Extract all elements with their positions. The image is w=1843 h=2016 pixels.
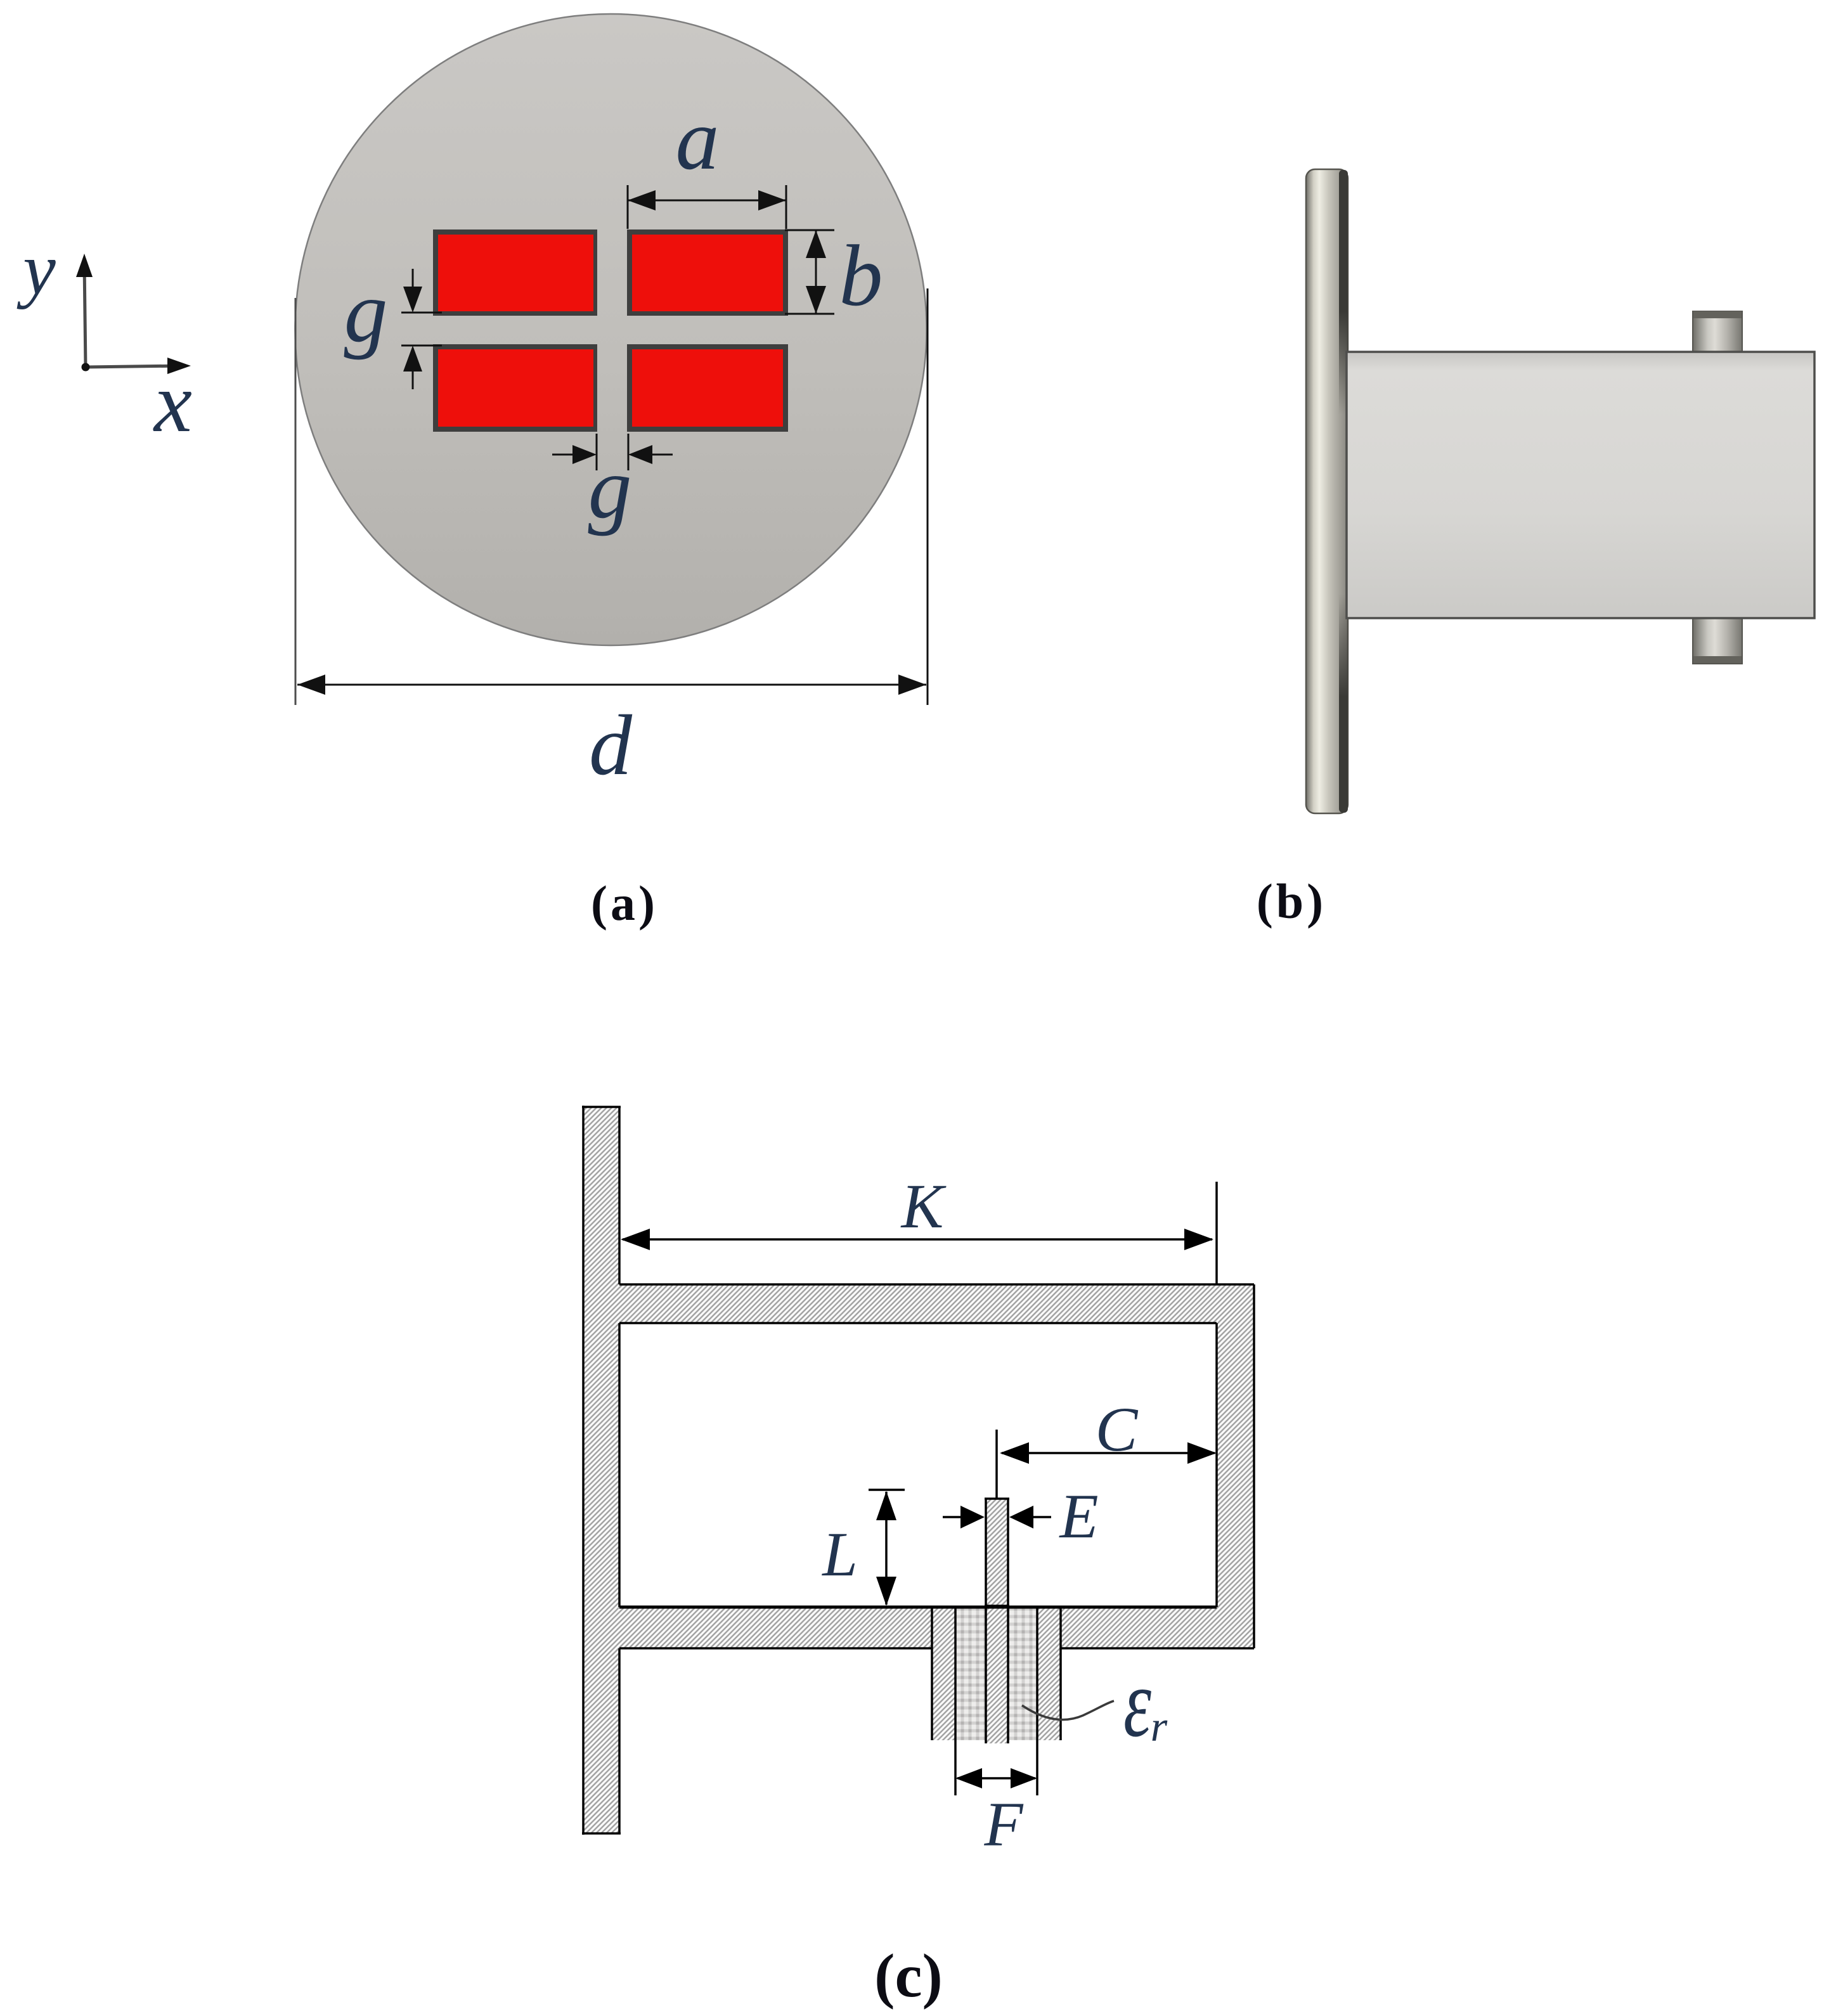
- svg-text:ε: ε: [1123, 1649, 1152, 1757]
- svg-text:b: b: [839, 227, 883, 324]
- svg-text:L: L: [821, 1519, 858, 1589]
- svg-text:g: g: [344, 263, 388, 360]
- svg-text:a: a: [676, 91, 720, 188]
- svg-text:K: K: [900, 1171, 947, 1241]
- svg-text:g: g: [588, 439, 632, 536]
- svg-text:E: E: [1058, 1481, 1098, 1551]
- svg-text:d: d: [589, 698, 633, 793]
- svg-text:(b): (b): [1257, 874, 1326, 929]
- svg-text:C: C: [1096, 1394, 1139, 1464]
- svg-text:x: x: [153, 356, 192, 450]
- svg-text:(a): (a): [591, 876, 658, 931]
- svg-text:F: F: [983, 1789, 1023, 1859]
- svg-text:r: r: [1151, 1702, 1168, 1750]
- svg-text:(c): (c): [874, 1942, 943, 2010]
- svg-text:y: y: [16, 229, 56, 310]
